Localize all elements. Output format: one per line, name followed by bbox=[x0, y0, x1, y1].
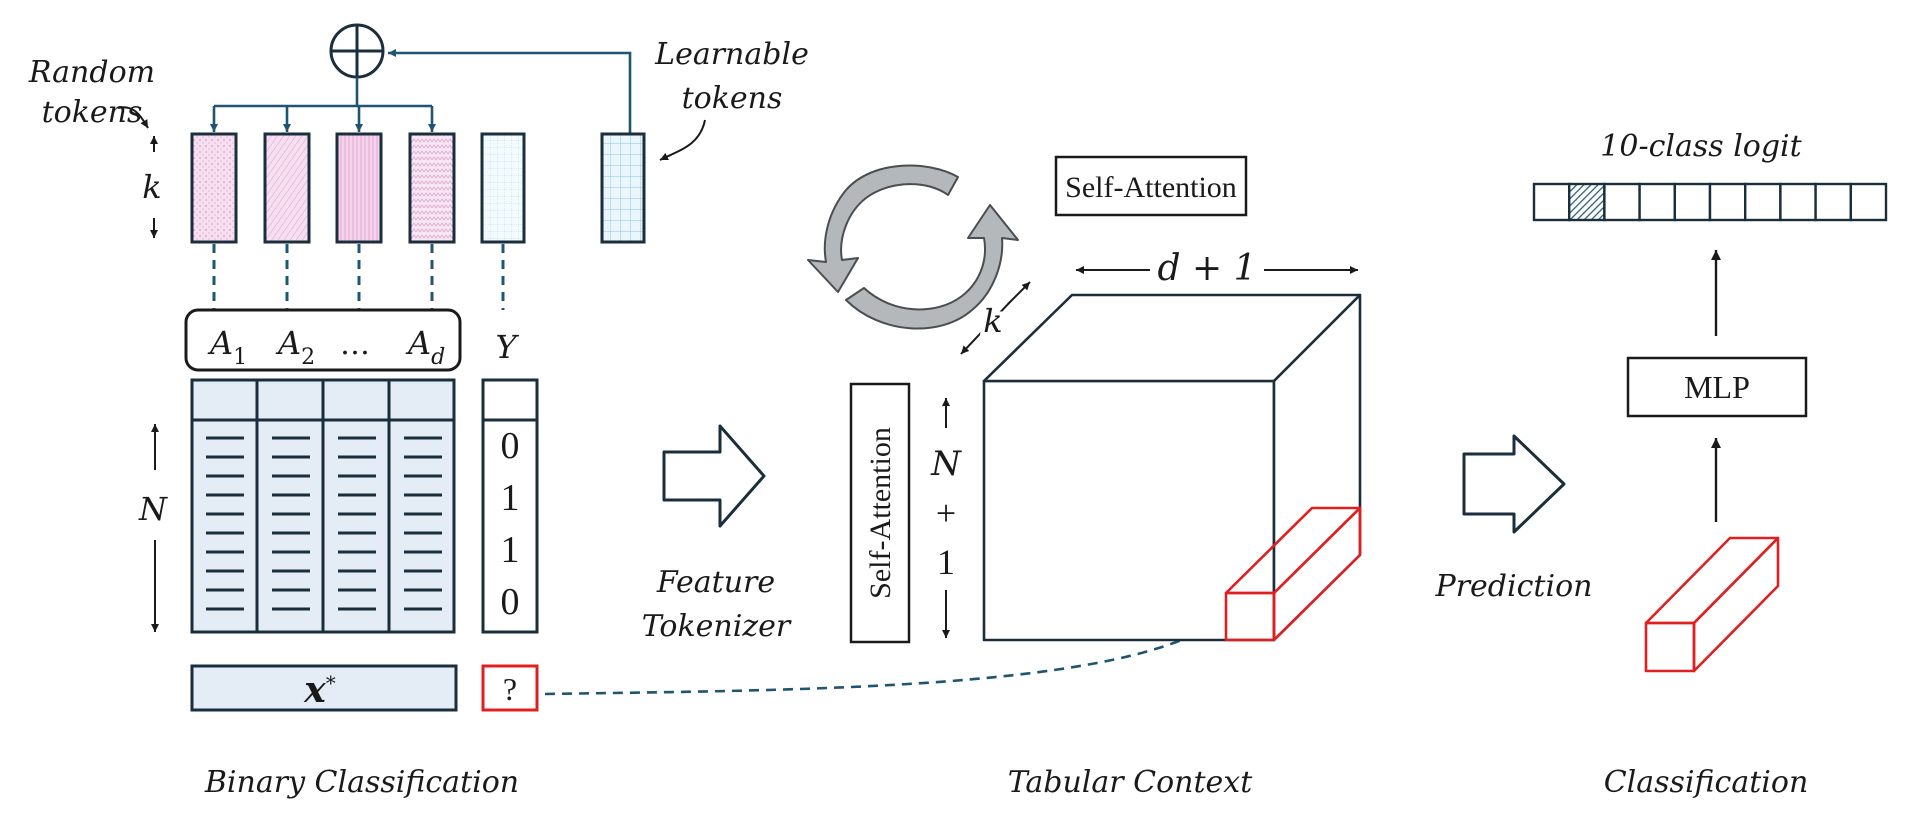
caption-tabular-context: Tabular Context bbox=[1008, 765, 1254, 800]
svg-text:0: 0 bbox=[501, 425, 520, 467]
logit-cell bbox=[1814, 182, 1852, 222]
svg-text:A2: A2 bbox=[275, 324, 315, 370]
caption-binary-classification: Binary Classification bbox=[204, 765, 519, 800]
target-column bbox=[481, 378, 539, 634]
random-token-2 bbox=[263, 132, 311, 244]
svg-text:…: … bbox=[340, 327, 370, 362]
prediction-label: Prediction bbox=[1435, 569, 1593, 604]
svg-text:Random: Random bbox=[28, 55, 155, 90]
logit-cell bbox=[1638, 182, 1676, 222]
n-dimension-arrow: N bbox=[138, 424, 168, 632]
svg-text:tokens: tokens bbox=[42, 95, 143, 130]
svg-text:1: 1 bbox=[501, 529, 520, 571]
svg-text:Learnable: Learnable bbox=[654, 37, 809, 72]
random-tokens-pointer bbox=[117, 106, 149, 129]
svg-text:A1: A1 bbox=[207, 324, 247, 370]
svg-text:Self-Attention: Self-Attention bbox=[1065, 171, 1237, 204]
svg-text:+: + bbox=[936, 493, 956, 533]
iterate-cycle-icon bbox=[807, 164, 1019, 330]
random-token-4 bbox=[408, 132, 456, 244]
token-dashed-connectors bbox=[212, 244, 505, 310]
learnable-token bbox=[600, 132, 646, 244]
logit-cell bbox=[1708, 182, 1747, 222]
d-plus-one-dimension: d + 1 bbox=[1076, 248, 1358, 289]
random-token-3 bbox=[335, 132, 383, 244]
query-label-box: ? bbox=[481, 664, 539, 712]
svg-text:N: N bbox=[930, 444, 962, 484]
n-plus-one-dimension: N + 1 bbox=[930, 398, 962, 638]
random-token-y bbox=[480, 132, 526, 244]
query-to-context-arrow bbox=[544, 616, 1223, 696]
k-dimension-arrow: k bbox=[142, 136, 162, 238]
logit-cell-highlighted bbox=[1567, 182, 1606, 222]
svg-text:d + 1: d + 1 bbox=[1158, 248, 1257, 289]
svg-text:?: ? bbox=[503, 671, 517, 707]
logit-vector bbox=[1532, 182, 1888, 222]
learnable-tokens-label: Learnable tokens bbox=[654, 37, 809, 116]
query-token-slice bbox=[1224, 506, 1362, 642]
target-values: 0 1 1 0 bbox=[501, 425, 520, 623]
query-row: x* bbox=[190, 664, 458, 712]
random-token-1 bbox=[190, 132, 238, 244]
svg-text:MLP: MLP bbox=[1684, 369, 1750, 405]
logit-title: 10-class logit bbox=[1600, 129, 1802, 164]
logit-cell bbox=[1779, 182, 1817, 222]
prediction-arrow bbox=[1462, 434, 1566, 534]
svg-text:Self-Attention: Self-Attention bbox=[864, 427, 897, 599]
target-y-label: Y bbox=[495, 328, 519, 366]
svg-text:Tokenizer: Tokenizer bbox=[642, 609, 792, 644]
svg-text:1: 1 bbox=[937, 542, 955, 582]
caption-classification: Classification bbox=[1604, 765, 1809, 800]
token-broadcast-arrows bbox=[210, 49, 632, 134]
svg-text:x*: x* bbox=[303, 669, 335, 711]
feature-tokenizer-arrow bbox=[662, 424, 766, 528]
logit-cell bbox=[1603, 182, 1641, 222]
tabular-context-cube bbox=[982, 293, 1362, 642]
output-token-slice bbox=[1644, 536, 1780, 673]
svg-text:tokens: tokens bbox=[682, 81, 783, 116]
logit-cell bbox=[1673, 182, 1712, 222]
attribute-header-box bbox=[184, 308, 462, 372]
learnable-tokens-pointer bbox=[659, 119, 706, 161]
aggregation-plus-icon bbox=[329, 23, 385, 79]
feature-table bbox=[190, 378, 456, 634]
k-depth-dimension: k k bbox=[960, 281, 1031, 355]
svg-text:k: k bbox=[983, 302, 1002, 340]
logit-cell bbox=[1532, 182, 1571, 222]
attribute-header-labels: A1 A2 … Ad bbox=[207, 324, 445, 370]
random-tokens-label: Random tokens bbox=[28, 55, 155, 130]
svg-text:k: k bbox=[142, 168, 161, 206]
svg-text:0: 0 bbox=[501, 581, 520, 623]
svg-text:N: N bbox=[138, 490, 168, 528]
svg-text:1: 1 bbox=[501, 477, 520, 519]
feature-tokenizer-label: Feature Tokenizer bbox=[642, 565, 792, 644]
mlp-box: MLP bbox=[1626, 356, 1808, 418]
svg-text:Feature: Feature bbox=[656, 565, 775, 600]
svg-text:Ad: Ad bbox=[405, 324, 445, 370]
logit-cell bbox=[1849, 182, 1888, 222]
svg-text:k: k bbox=[983, 302, 1002, 340]
logit-cell bbox=[1743, 182, 1782, 222]
self-attention-row-box: Self-Attention bbox=[1054, 155, 1248, 217]
self-attention-column-box: Self-Attention bbox=[849, 382, 911, 644]
